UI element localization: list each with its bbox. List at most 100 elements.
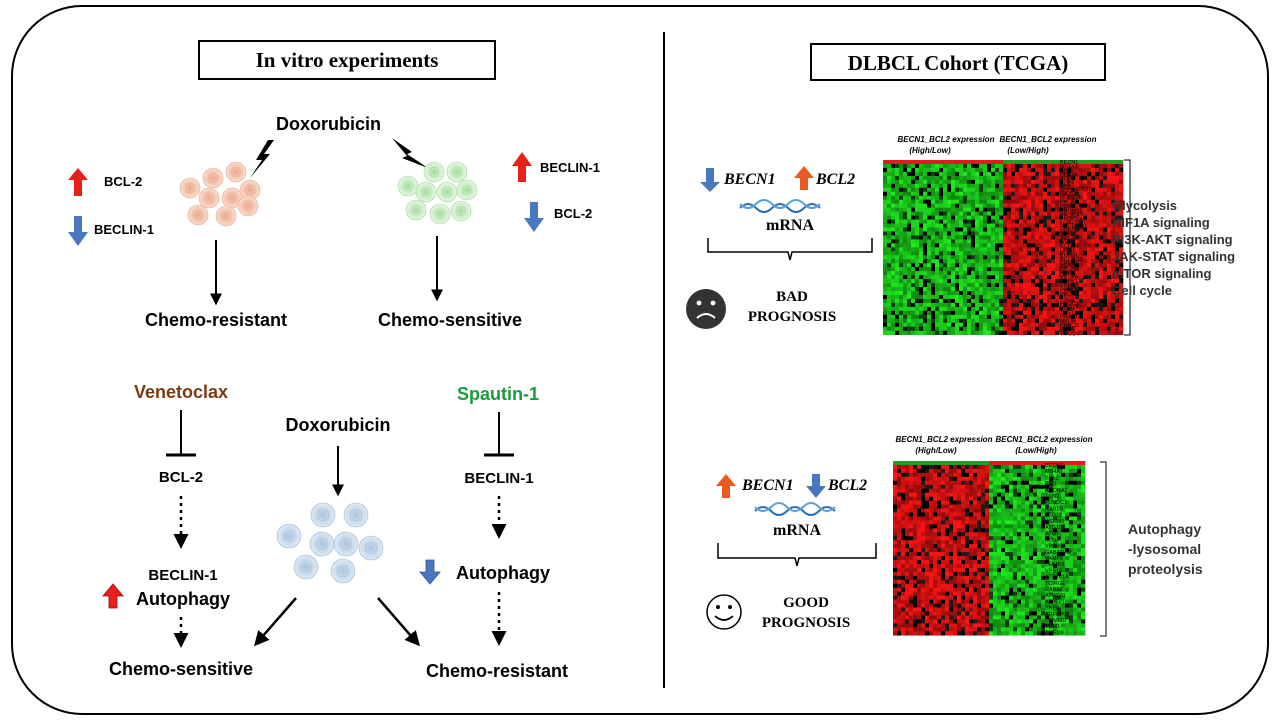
heatmap-cell [979, 251, 984, 256]
heatmap-cell [1025, 567, 1030, 573]
heatmap-cell [1001, 461, 1006, 466]
heatmap-cell [951, 183, 956, 189]
cell [276, 523, 302, 549]
heatmap-cell [1031, 318, 1036, 324]
heatmap-cell [991, 175, 996, 181]
heatmap-cell [911, 255, 916, 260]
heatmap-cell [1055, 215, 1060, 220]
heatmap-cell [1045, 563, 1050, 569]
heatmap-cell [995, 195, 1000, 200]
heatmap-cell [941, 472, 946, 478]
heatmap-cell [993, 468, 998, 474]
heatmap-cell [987, 294, 992, 300]
heatmap-cell [943, 263, 948, 268]
pathway-label: Cell cycle [1112, 283, 1172, 298]
heatmap-cell [967, 271, 972, 276]
heatmap-cell [971, 179, 976, 185]
heatmap-cell [963, 271, 968, 276]
heatmap-cell [941, 595, 946, 600]
heatmap-cell [1017, 508, 1022, 513]
heatmap-cell [1009, 631, 1014, 636]
heatmap-cell [917, 540, 922, 545]
heatmap-cell [915, 306, 920, 312]
heatmap-cell [911, 160, 916, 165]
heatmap-cell [1031, 207, 1036, 212]
heatmap-cell [917, 468, 922, 474]
heatmap-cell [1053, 548, 1058, 553]
heatmap-cell [1013, 552, 1018, 557]
heatmap-cell [933, 623, 938, 628]
heatmap-cell [1095, 163, 1100, 169]
heatmap-cell [1065, 520, 1070, 525]
heatmap-cell [987, 247, 992, 252]
heatmap-cell [891, 187, 896, 193]
heatmap-cell [941, 615, 946, 620]
heatmap-cell [1031, 298, 1036, 304]
heatmap-cell [983, 163, 988, 169]
heatmap-cell [1115, 247, 1120, 252]
heatmap-cell [1037, 560, 1042, 565]
heatmap-cell [965, 484, 970, 490]
heatmap-cell [957, 591, 962, 596]
heatmap-cell [891, 219, 896, 224]
heatmap-cell [1003, 231, 1008, 236]
heatmap-cell [1041, 476, 1046, 482]
heatmap-cell [947, 219, 952, 224]
heatmap-cell [887, 211, 892, 216]
heatmap-cell [917, 548, 922, 553]
heatmap-cell [1007, 291, 1012, 296]
heatmap-cell [941, 544, 946, 549]
heatmap-cell [999, 310, 1004, 316]
heatmap-cell [909, 579, 914, 585]
heatmap-cell [965, 552, 970, 557]
heatmap-cell [899, 275, 904, 280]
heatmap-cell [1037, 540, 1042, 545]
heatmap-cell [1035, 255, 1040, 260]
heatmap-cell [987, 231, 992, 236]
heatmap-cell [1075, 243, 1080, 248]
heatmap-cell [887, 203, 892, 208]
gene1-label: BECN1 [723, 171, 776, 188]
heatmap-cell [933, 611, 938, 616]
heatmap-cell [1045, 528, 1050, 533]
heatmap-cell [995, 199, 1000, 204]
heatmap-cell [997, 623, 1002, 628]
heatmap-cell [1023, 227, 1028, 232]
heatmap-cell [973, 461, 978, 466]
heatmap-cell [1049, 480, 1054, 486]
heatmap-cell [987, 263, 992, 268]
heatmap-cell [975, 326, 980, 332]
heatmap-cell [1027, 318, 1032, 324]
heatmap-cell [1071, 279, 1076, 284]
heatmap-cell [919, 326, 924, 332]
heatmap-cell [1059, 263, 1064, 268]
heatmap-cell [941, 504, 946, 509]
heatmap-cell [985, 567, 990, 573]
heatmap-cell [1077, 599, 1082, 604]
heatmap-cell [1049, 587, 1054, 592]
heatmap-cell [905, 492, 910, 497]
heatmap-cell [999, 259, 1004, 264]
heatmap-cell [1007, 326, 1012, 332]
heatmap-cell [1001, 587, 1006, 592]
heatmap-cell [1063, 263, 1068, 268]
heatmap-cell [1027, 263, 1032, 268]
heatmap-cell [895, 306, 900, 312]
heatmap-cell [971, 326, 976, 332]
heatmap-cell [943, 287, 948, 292]
heatmap-cell [1107, 195, 1112, 200]
heatmap-cell [1043, 287, 1048, 292]
heatmap-cell [1051, 195, 1056, 200]
heatmap-cell [955, 191, 960, 197]
heatmap-cell [1017, 512, 1022, 517]
heatmap-cell [1023, 171, 1028, 177]
heatmap-cell [1065, 575, 1070, 581]
heatmap-cell [1023, 263, 1028, 268]
heatmap-cell [1111, 191, 1116, 197]
heatmap-cell [929, 504, 934, 509]
heatmap-cell [919, 199, 924, 204]
heatmap-cell [1075, 195, 1080, 200]
cell [198, 187, 220, 209]
heatmap-cell [1005, 607, 1010, 612]
heatmap-cell [1043, 310, 1048, 316]
